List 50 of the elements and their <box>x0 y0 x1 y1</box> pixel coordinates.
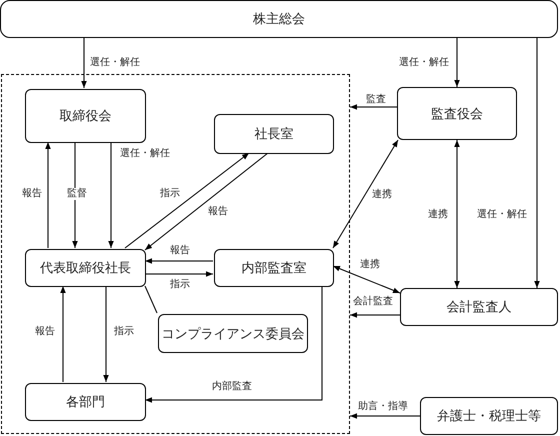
arrow <box>144 286 322 403</box>
arrow <box>332 140 398 248</box>
edge-label: 会計監査 <box>353 296 393 308</box>
arrow <box>332 266 400 294</box>
edge-label: 監督 <box>67 188 87 200</box>
edge-label: 監査 <box>366 94 386 106</box>
org-box: 社長室 <box>214 114 334 154</box>
arrow <box>60 286 66 382</box>
arrow <box>81 38 87 88</box>
org-box: 各部門 <box>25 383 146 421</box>
arrow <box>144 258 214 264</box>
edge-label: 選任・解任 <box>477 209 527 221</box>
org-box: コンプライアンス委員会 <box>158 314 308 353</box>
edge-label: 内部監査 <box>212 381 252 393</box>
org-box: 代表取締役社長 <box>25 249 146 287</box>
edge-label: 選任・解任 <box>90 57 140 69</box>
arrow <box>144 152 268 250</box>
org-box: 会計監査人 <box>400 288 558 326</box>
arrow <box>108 142 114 248</box>
arrow <box>350 413 420 419</box>
edge-label: 選任・解任 <box>120 148 170 160</box>
org-box: 監査役会 <box>397 87 517 140</box>
edge-label: 報告 <box>170 245 190 257</box>
edge-label: 連携 <box>372 189 392 201</box>
arrow <box>144 271 214 277</box>
edge-label: 選任・解任 <box>399 57 449 69</box>
edge-label: 助言・指導 <box>358 401 408 413</box>
arrow <box>350 104 398 110</box>
org-box: 取締役会 <box>25 89 146 143</box>
edge-label: 指示 <box>170 279 190 291</box>
arrow <box>103 286 109 382</box>
edge-label: 指示 <box>114 326 134 338</box>
edge-label: 連携 <box>428 209 448 221</box>
org-box: 弁護士・税理士等 <box>420 397 558 435</box>
org-box: 株主総会 <box>0 0 558 38</box>
arrow <box>350 312 400 318</box>
arrow <box>124 152 250 248</box>
connector-line <box>144 286 158 314</box>
org-box: 内部監査室 <box>214 249 334 287</box>
dashed-boundary <box>1 74 350 434</box>
arrow <box>454 38 460 88</box>
arrow <box>454 140 460 288</box>
edge-label: 連携 <box>360 259 380 271</box>
arrow <box>72 142 78 248</box>
arrow <box>534 38 540 288</box>
edge-label: 報告 <box>208 206 228 218</box>
edge-label: 指示 <box>160 188 180 200</box>
edge-label: 報告 <box>35 326 55 338</box>
edge-label: 報告 <box>22 188 42 200</box>
arrow <box>45 142 51 248</box>
